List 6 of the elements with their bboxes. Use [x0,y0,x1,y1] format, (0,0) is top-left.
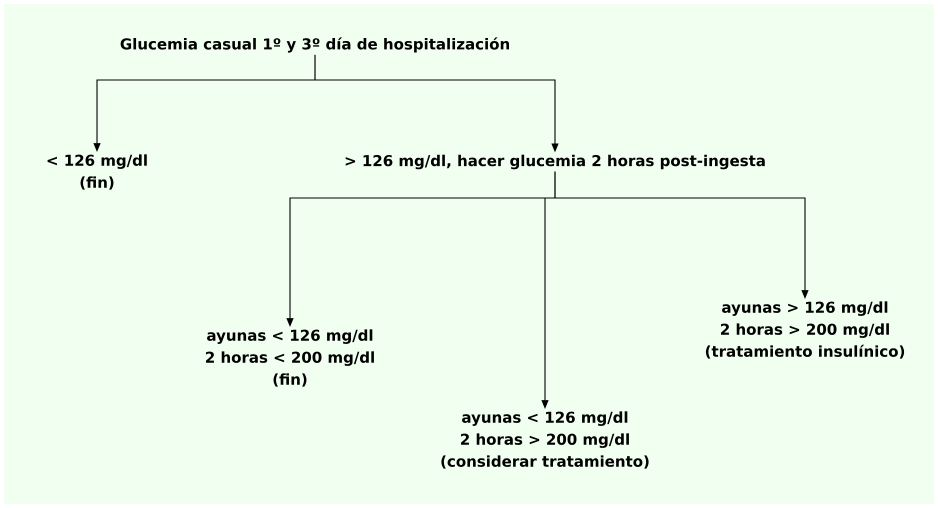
flow-text: > 126 mg/dl, hacer glucemia 2 horas post-ingesta [346,154,765,170]
flow-text: Glucemia casual 1º y 3º día de hospitalización [120,37,510,53]
flow-text: ayunas > 126 mg/dl 2 horas > 200 mg/dl (tratamiento insulínico) [706,301,904,359]
flow-text: < 126 mg/dl (fin) [48,154,147,190]
flow-text: ayunas < 126 mg/dl 2 horas > 200 mg/dl (considerar tratamiento) [441,411,649,469]
flow-text: ayunas < 126 mg/dl 2 horas < 200 mg/dl (fin) [206,329,374,387]
